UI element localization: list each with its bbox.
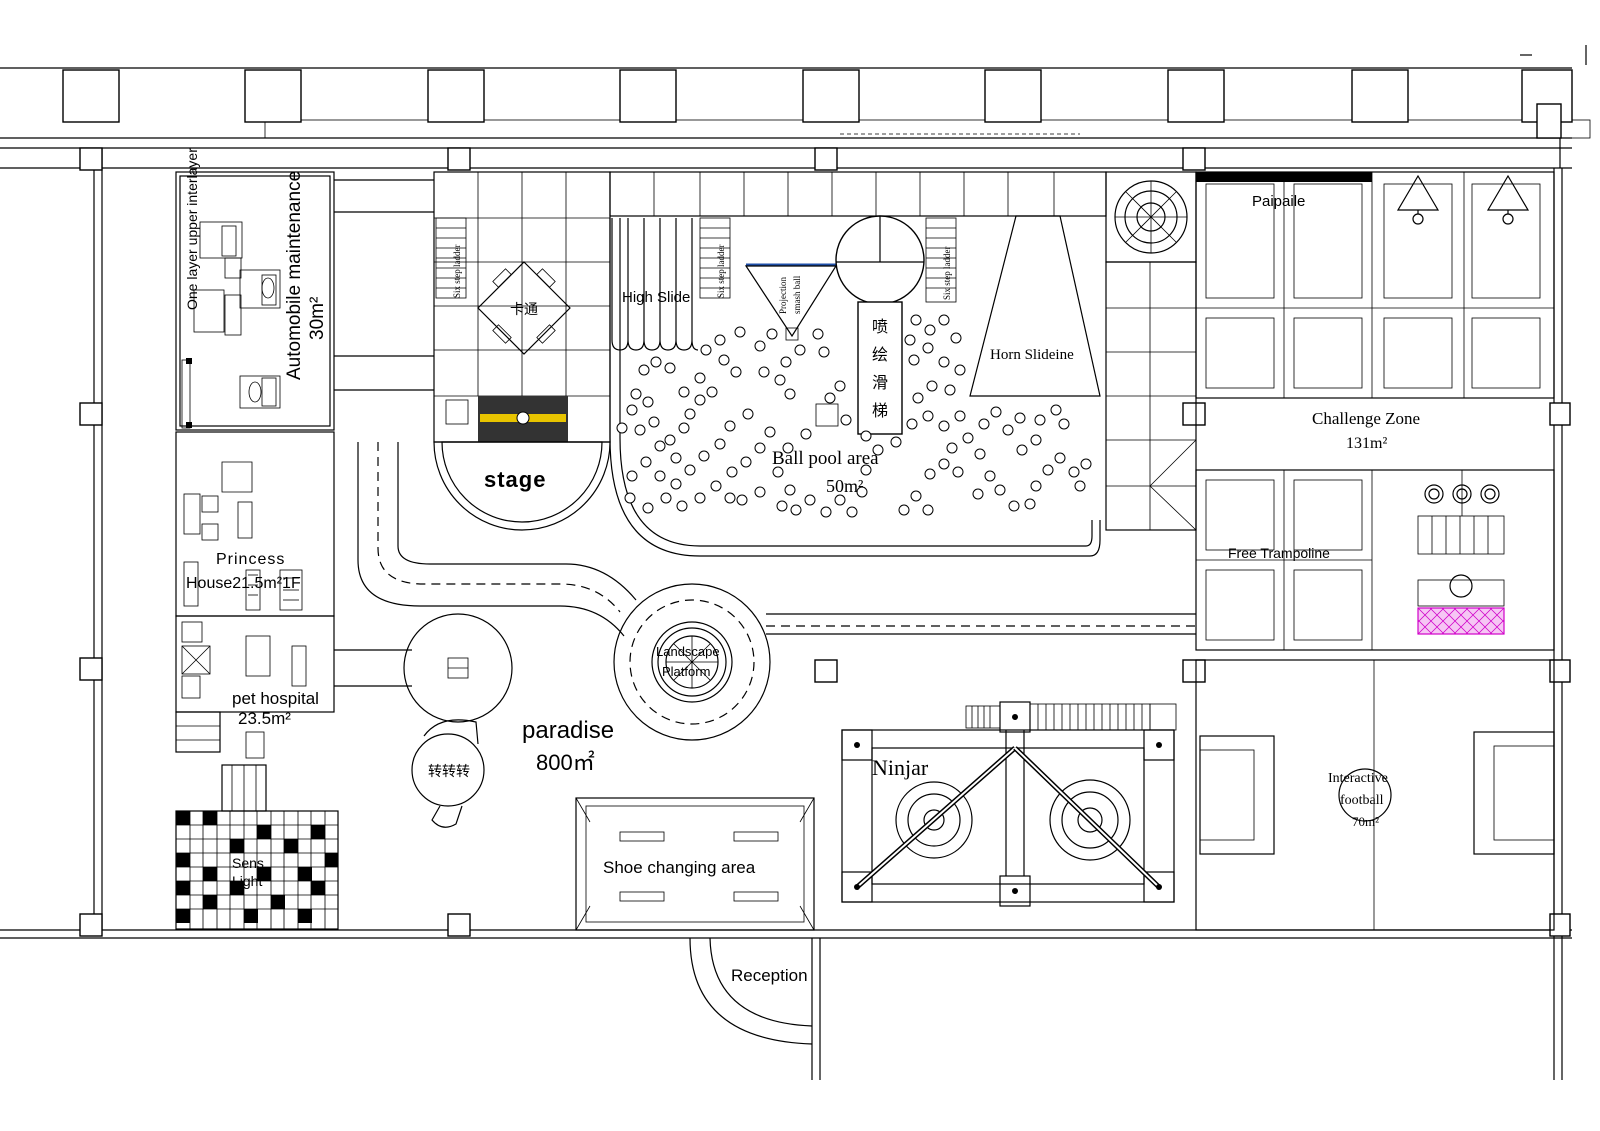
football-label-3: 70m²	[1352, 814, 1379, 829]
reception-label: Reception	[731, 966, 808, 985]
stage-label: stage	[484, 467, 546, 492]
paradise-label-1: paradise	[522, 717, 614, 744]
stage-sign-label: 卡通	[510, 301, 538, 317]
horn-slide-label: Horn Slideine	[990, 347, 1074, 363]
football-label-1: Interactive	[1328, 771, 1388, 786]
projection-label-1: Projection	[778, 277, 788, 314]
ball-pool-label-1: Ball pool area	[772, 448, 879, 469]
challenge-zone-structure: Paipaile Challenge Zone 131m² Free Tramp…	[1195, 171, 1555, 651]
challenge-zone-label-1: Challenge Zone	[1312, 409, 1420, 428]
landscape-label-2: Platform	[662, 664, 710, 679]
spray-label-1: 喷	[872, 318, 888, 336]
projection-label-2: smash ball	[792, 275, 802, 314]
stage-structure: 卡通 stage	[433, 171, 611, 531]
princess-title-label: Princess	[216, 551, 285, 568]
interactive-football-area: Interactive football 70m²	[1195, 659, 1555, 931]
spray-label-2: 绘	[872, 346, 888, 364]
spray-label-4: 梯	[872, 402, 888, 420]
paradise-label-2: 800㎡	[536, 750, 595, 775]
ninja-label: Ninjar	[872, 755, 929, 780]
stairs-and-sensory-area: Sens Light	[175, 711, 339, 930]
landscape-platform: Landscape Platform	[613, 583, 771, 741]
race-track	[357, 442, 1196, 637]
free-trampoline-label: Free Trampoline	[1228, 545, 1330, 561]
ladder-label-3: Six step ladder	[942, 247, 952, 301]
shoe-changing-area: Shoe changing area	[575, 797, 815, 931]
auto-upper-label: One layer upper interlayer	[184, 148, 200, 310]
spray-label-3: 滑	[872, 374, 888, 392]
ball-pool-label-2: 50m²	[826, 476, 863, 496]
challenge-zone-label-2: 131m²	[1346, 435, 1387, 452]
paradise-area: 转转转 paradise 800㎡	[403, 613, 614, 828]
reception: Reception	[689, 937, 821, 1080]
ladder-label-1: Six step ladder	[452, 245, 462, 299]
sensory-label-1: Sens	[232, 855, 264, 871]
paipaile-label: Paipaile	[1252, 193, 1305, 210]
ball-pool-balls	[616, 314, 1092, 518]
princess-area-label: House21.5m²1F	[186, 575, 301, 592]
turret-label: 转转转	[428, 763, 470, 779]
landscape-label-1: Landscape	[656, 644, 720, 659]
corridor-lines	[334, 179, 434, 687]
pet-title-label: pet hospital	[232, 689, 319, 708]
pet-area-label: 23.5m²	[238, 709, 291, 728]
auto-title-label: Automobile maintenance	[284, 171, 305, 380]
princess-house-room: Princess House21.5m²1F	[175, 431, 335, 617]
sensory-label-2: Light	[232, 873, 262, 889]
ninja-course: Ninjar	[841, 701, 1177, 907]
automobile-maintenance-room: One layer upper interlayer Automobile ma…	[175, 148, 335, 431]
shoe-changing-label: Shoe changing area	[603, 858, 756, 877]
ladder-label-2: Six step ladder	[716, 245, 726, 299]
football-label-2: football	[1340, 793, 1384, 808]
high-slide-label: High Slide	[622, 289, 690, 306]
ball-pool-structure: Six step ladder Six step ladder Six step…	[435, 171, 1197, 557]
auto-area-label: 30m²	[307, 297, 328, 340]
pet-hospital-room: pet hospital 23.5m²	[175, 615, 335, 759]
columns	[62, 69, 1573, 937]
